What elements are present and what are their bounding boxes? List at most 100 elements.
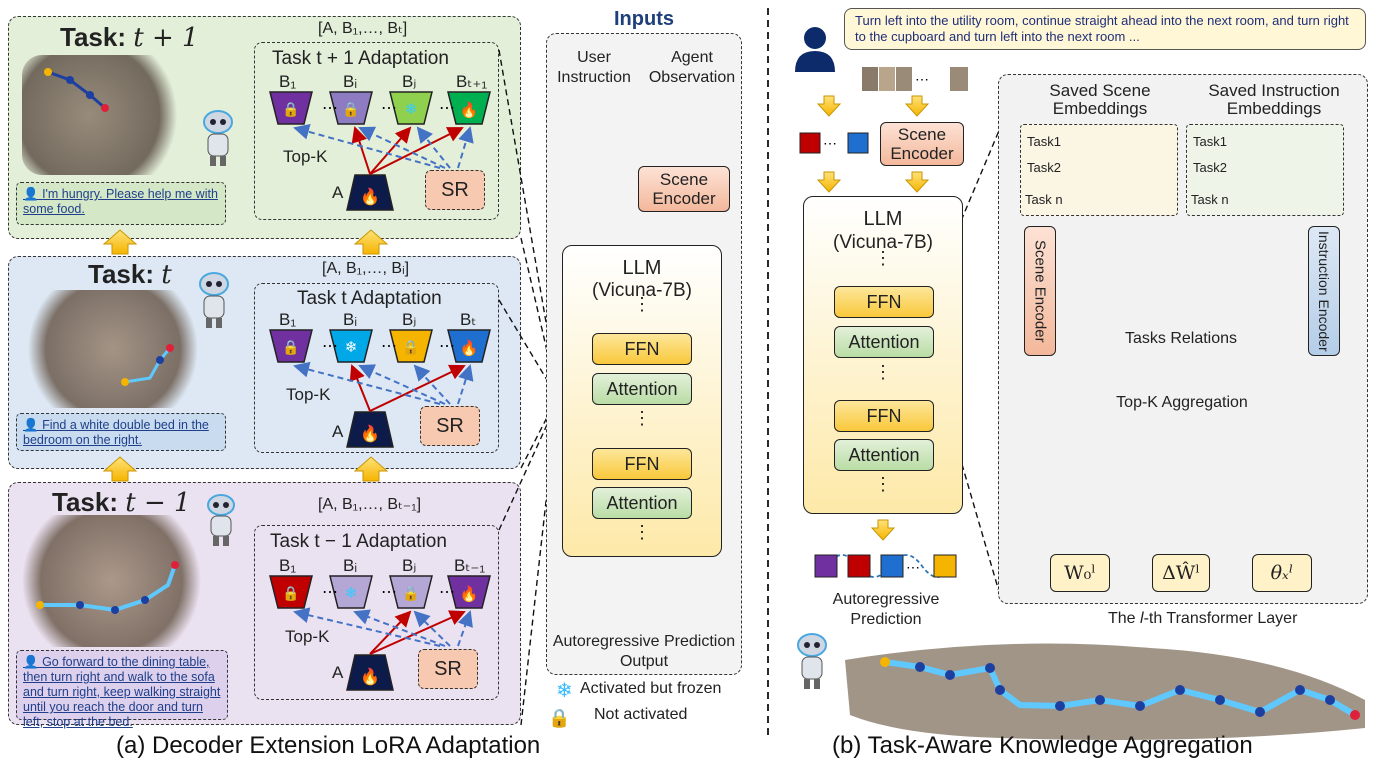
a-label: A <box>332 422 344 441</box>
flow-arrow <box>102 229 389 482</box>
sr-box: SR <box>420 406 480 446</box>
snowflake-icon: ❄ <box>556 680 573 702</box>
svg-text:🔥: 🔥 <box>460 585 479 603</box>
instruction-embeddings-box <box>1186 124 1344 216</box>
robot-icon <box>204 492 238 548</box>
svg-text:🔥: 🔥 <box>360 667 380 686</box>
svg-text:🔒: 🔒 <box>282 585 299 602</box>
topk-aggregation-title: Top-K Aggregation <box>1116 394 1248 411</box>
floor-map-image <box>18 290 208 408</box>
svg-text:⋯: ⋯ <box>322 584 338 601</box>
task-row-label: Task1 <box>1027 134 1061 149</box>
b-label: Bⱼ <box>402 556 417 575</box>
task-tm1-title: Task: t − 1 <box>52 487 191 518</box>
w0-box: W₀ˡ <box>1050 554 1110 592</box>
user-icon: 👤 <box>23 655 39 669</box>
ffn-box: FFN <box>834 286 934 318</box>
svg-text:⋯: ⋯ <box>322 338 338 355</box>
saved-scene-title: Saved Scene Embeddings <box>1049 81 1151 118</box>
attention-box: Attention <box>592 487 692 519</box>
b-label: Bₜ <box>460 310 477 329</box>
svg-text:⋯: ⋯ <box>823 135 837 151</box>
svg-text:🔒: 🔒 <box>402 339 419 356</box>
ellipsis: ⋮ <box>633 294 651 314</box>
svg-text:🔒: 🔒 <box>342 101 359 118</box>
prediction-label: Autoregressive Prediction <box>832 591 940 628</box>
bracket-t: [A, B₁,…, Bᵢ] <box>322 260 410 277</box>
ellipsis: ⋮ <box>874 474 892 494</box>
legend-frozen: Activated but frozen <box>580 680 722 697</box>
llm-title: LLM <box>863 208 903 230</box>
adaptation-box-t <box>254 283 499 453</box>
b-label: B₁ <box>279 310 297 329</box>
instruction-encoder-vertical: Instruction Encoder <box>1308 226 1340 356</box>
user-icon: 👤 <box>23 187 39 201</box>
instruction-box-tm1: 👤 Go forward to the dining table, then t… <box>16 650 228 729</box>
ffn-box: FFN <box>592 448 692 480</box>
svg-text:⋯: ⋯ <box>439 100 455 117</box>
llm-title: LLM <box>622 257 662 279</box>
instruction-box-t: 👤 Find a white double bed in the bedroom… <box>16 413 226 451</box>
svg-text:⋯: ⋯ <box>381 338 397 355</box>
task-t1-title: Task: t + 1 <box>60 22 199 53</box>
svg-text:🔒: 🔒 <box>402 585 419 602</box>
svg-text:⋯: ⋯ <box>906 559 920 575</box>
b-label: Bₜ₋₁ <box>454 556 486 575</box>
a-label: A <box>332 183 344 202</box>
a-label: A <box>332 663 344 682</box>
theta-box: θₓˡ <box>1252 554 1312 592</box>
svg-text:❄: ❄ <box>345 339 358 356</box>
scene-embeddings-box <box>1020 124 1178 216</box>
svg-text:⋯: ⋯ <box>439 584 455 601</box>
instruction-box-t1: 👤 I'm hungry. Please help me with some f… <box>16 182 226 225</box>
ellipsis: ⋮ <box>633 522 651 542</box>
bracket-tm1: [A, B₁,…, Bₜ₋₁] <box>318 496 422 513</box>
lock-icon: 🔒 <box>548 708 570 728</box>
svg-text:⋯: ⋯ <box>322 100 338 117</box>
instruction-bubble: Turn left into the utility room, continu… <box>844 8 1366 50</box>
task-row-label: Task n <box>1191 192 1229 207</box>
llm-model: (Vicuna-7B) <box>592 280 692 301</box>
user-icon: 👤 <box>23 418 39 432</box>
llm-model: (Vicuna-7B) <box>833 232 933 253</box>
inputs-title: Inputs <box>614 8 674 30</box>
top-k-label: Top-K <box>283 147 328 166</box>
b-module-group: 🔒 🔒 ❄ 🔥 ⋯ ⋯ ⋯ 🔥 <box>269 91 491 211</box>
task-row-label: Task2 <box>1027 160 1061 175</box>
attention-box: Attention <box>834 326 934 358</box>
task-row-label: Task1 <box>1193 134 1227 149</box>
tasks-relations-label: Tasks Relations <box>1124 330 1238 347</box>
b-module-group: 🔒 ❄ 🔒 🔥 ⋯ ⋯ ⋯ 🔥 <box>269 575 491 691</box>
robot-icon <box>196 270 232 330</box>
adaptation-box-tm1 <box>254 525 499 700</box>
svg-text:⋯: ⋯ <box>915 71 929 87</box>
output-token-sequence: ⋯ <box>814 554 957 578</box>
ellipsis: ⋮ <box>633 408 651 428</box>
output-label: Autoregressive Prediction Output <box>552 633 736 670</box>
sr-box: SR <box>425 170 485 210</box>
svg-text:⋯: ⋯ <box>381 584 397 601</box>
b-label: Bᵢ <box>343 556 358 575</box>
b-label: Bⱼ <box>402 310 417 329</box>
attention-box: Attention <box>834 439 934 471</box>
bracket-t1: [A, B₁,…, Bₜ] <box>318 20 408 37</box>
b-label: Bⱼ <box>402 72 417 91</box>
svg-text:🔥: 🔥 <box>360 187 380 206</box>
user-icon <box>795 27 835 72</box>
agent-observation-label: Agent Observation <box>648 49 736 86</box>
adaptation-box-t1 <box>254 42 499 220</box>
svg-text:🔥: 🔥 <box>460 101 479 119</box>
connector-lines <box>933 75 1023 596</box>
legend-not-activated: Not activated <box>594 706 688 723</box>
delta-w-box: ΔŴˡ <box>1152 554 1210 592</box>
svg-text:⋯: ⋯ <box>381 100 397 117</box>
task-row-label: Task2 <box>1193 160 1227 175</box>
user-instruction-label: User Instruction <box>557 49 631 86</box>
caption-right: (b) Task-Aware Knowledge Aggregation <box>832 732 1253 759</box>
svg-text:🔥: 🔥 <box>460 339 479 357</box>
scene-encoder-vertical: Scene Encoder <box>1024 226 1056 356</box>
ffn-box: FFN <box>592 333 692 365</box>
token-sequence: ⋯ <box>799 132 869 154</box>
b-module-group: 🔒 ❄ 🔒 🔥 ⋯ ⋯ ⋯ 🔥 <box>269 329 491 448</box>
svg-text:❄: ❄ <box>345 585 358 602</box>
